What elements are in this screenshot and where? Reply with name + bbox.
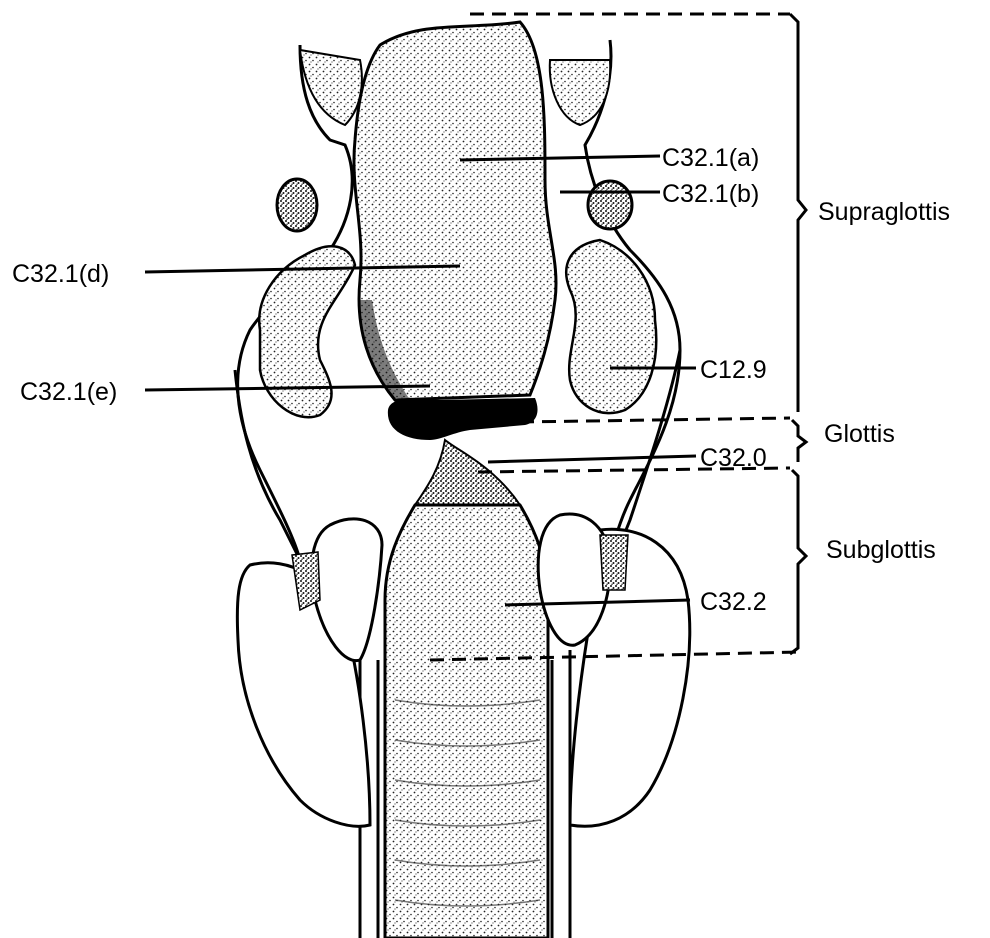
label-c322: C32.2	[700, 588, 767, 616]
label-c321a: C32.1(a)	[662, 144, 759, 172]
label-c321b: C32.1(b)	[662, 180, 759, 208]
label-glottis: Glottis	[824, 420, 895, 448]
left-upper-lobe	[300, 50, 362, 125]
vocal-cords	[388, 398, 538, 440]
region-brackets	[790, 14, 806, 654]
epiglottis	[354, 22, 556, 400]
label-c321e: C32.1(e)	[20, 378, 117, 406]
trachea	[385, 505, 548, 938]
label-supraglottis: Supraglottis	[818, 198, 950, 226]
label-c320: C32.0	[700, 444, 767, 472]
label-c129: C12.9	[700, 356, 767, 384]
left-arytenoid-region	[259, 246, 355, 417]
right-arytenoid-region	[566, 240, 656, 413]
label-c321d: C32.1(d)	[12, 260, 109, 288]
label-subglottis: Subglottis	[826, 536, 936, 564]
right-upper-lobe	[550, 60, 610, 125]
